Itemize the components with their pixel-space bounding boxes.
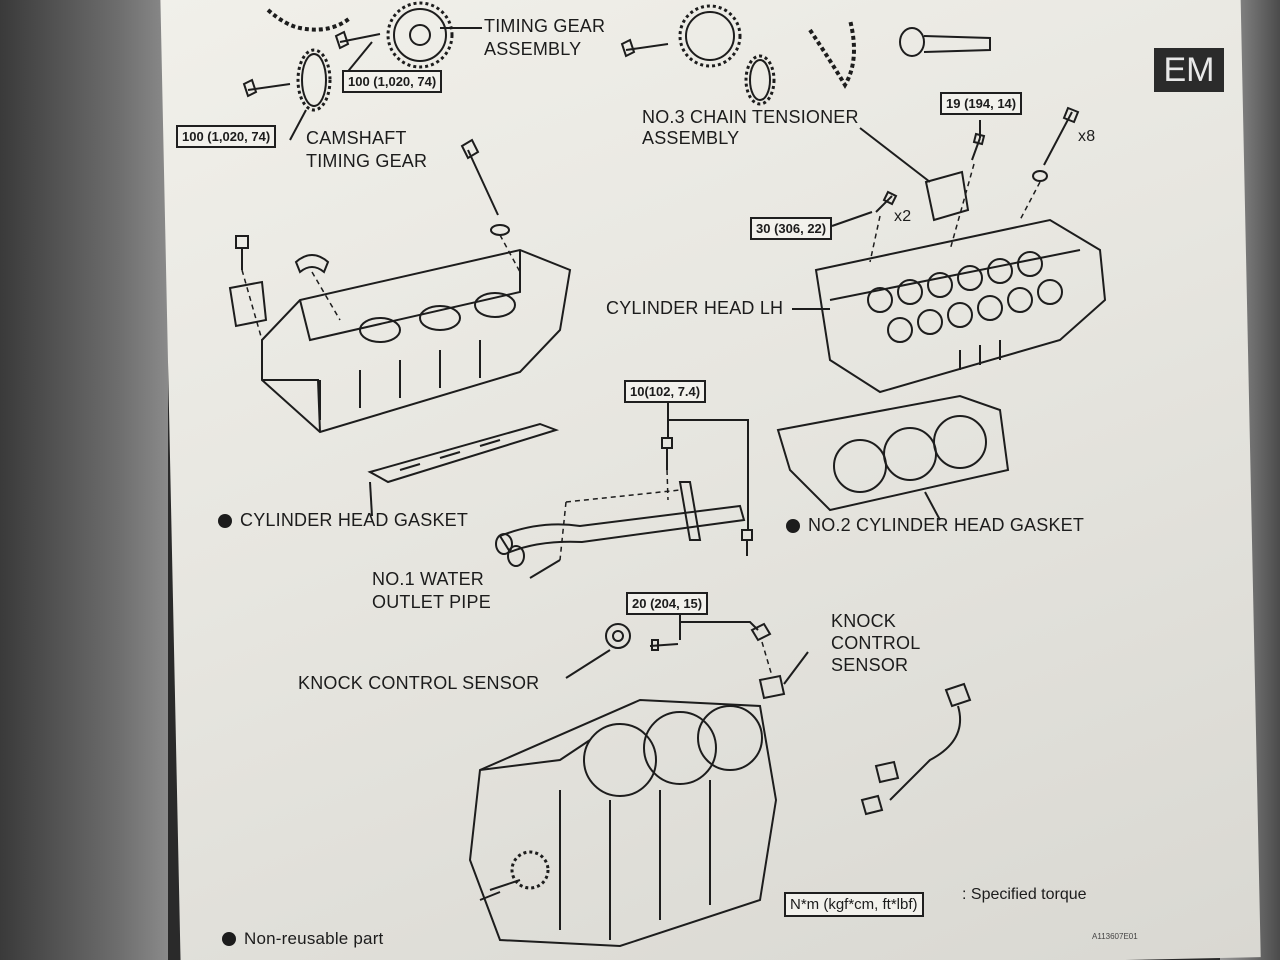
timing-gear-assembly-label-1: TIMING GEAR [484, 16, 606, 36]
cylinder-head-rh-drawing [261, 248, 572, 434]
torque-box-knock-sensor-bolt: 20 (204, 15) [626, 592, 709, 615]
torque-box-timing-gear-bolt: 100 (1,020, 74) [342, 70, 443, 93]
camshaft-timing-gear-label-1: CAMSHAFT [306, 128, 407, 148]
knock-control-sensor-left-label: KNOCK CONTROL SENSOR [298, 673, 540, 693]
cylinder-head-gasket-label: CYLINDER HEAD GASKET [218, 510, 468, 531]
cylinder-head-lh-drawing [814, 218, 1107, 394]
cylinder-head-gasket-text: CYLINDER HEAD GASKET [240, 510, 469, 530]
no2-cylinder-head-gasket-label: NO.2 CYLINDER HEAD GASKET [786, 515, 1084, 536]
legend-torque-text: : Specified torque [962, 886, 1087, 903]
bolt [334, 30, 381, 50]
no2-cylinder-head-gasket-drawing [776, 394, 1010, 512]
spacer [228, 280, 268, 328]
non-reusable-dot-icon [218, 514, 232, 528]
water-outlet-pipe-label-1: NO.1 WATER [372, 569, 485, 589]
timing-gear-assembly-label-2: ASSEMBLY [484, 39, 582, 59]
torque-box-camshaft-gear-bolt: 100 (1,020, 74) [176, 125, 277, 148]
section-tab-em: EM [1154, 48, 1224, 92]
cylinder-head-gasket-drawing [367, 422, 560, 484]
bolt [620, 38, 669, 58]
timing-chain-right [808, 19, 856, 89]
torque-box-head-bolt-x2: 30 (306, 22) [750, 217, 833, 240]
cylinder-head-lh-label: CYLINDER HEAD LH [606, 298, 784, 318]
no2-cylinder-head-gasket-text: NO.2 CYLINDER HEAD GASKET [808, 515, 1085, 535]
legend-non-reusable: Non-reusable part [222, 928, 383, 949]
pipe-bolt [741, 529, 753, 556]
knock-control-sensor-right-drawing [750, 622, 809, 700]
monitor-bezel-left [0, 0, 168, 960]
camshaft-end [899, 27, 991, 57]
tensioner-bolt [971, 132, 986, 161]
non-reusable-dot-icon [786, 519, 800, 533]
head-bolt [460, 138, 499, 216]
knock-control-sensor-right-label-2: CONTROL [831, 633, 921, 653]
head-bolt-x8 [1043, 106, 1080, 166]
knock-control-sensor-right-label-3: SENSOR [831, 655, 909, 675]
water-outlet-pipe-label-2: OUTLET PIPE [372, 592, 491, 612]
camshaft-timing-gear [296, 48, 332, 112]
bolt [242, 78, 291, 98]
no1-water-outlet-pipe-drawing [495, 481, 746, 567]
timing-chain [266, 8, 352, 32]
cylinder-block-drawing [468, 698, 778, 948]
pipe-bolt [661, 437, 673, 470]
camshaft-bearing-cap [294, 254, 330, 274]
quantity-x8-label: x8 [1078, 128, 1096, 145]
legend-non-reusable-text: Non-reusable part [244, 929, 384, 948]
figure-code: A113607E01 [1092, 932, 1138, 941]
no3-chain-tensioner-drawing [924, 170, 970, 222]
intake-gear-right [678, 4, 776, 106]
torque-box-water-pipe-bolt: 10(102, 7.4) [624, 380, 707, 403]
quantity-x2-label: x2 [894, 208, 912, 225]
bolt-x2 [875, 190, 898, 213]
chain-tensioner-label-2: ASSEMBLY [642, 128, 740, 148]
knock-control-sensor-right-label-1: KNOCK [831, 611, 897, 631]
bracket-bolt [235, 235, 249, 270]
timing-gear-assembly [386, 1, 454, 69]
non-reusable-dot-icon [222, 932, 236, 946]
knock-control-sensor-left-drawing [605, 623, 679, 651]
wire-harness-drawing [860, 682, 972, 816]
washer [490, 224, 510, 236]
torque-box-tensioner-bolt: 19 (194, 14) [940, 92, 1023, 115]
camshaft-timing-gear-label-2: TIMING GEAR [306, 151, 428, 171]
legend-torque-box: N*m (kgf*cm, ft*lbf) [784, 892, 924, 917]
chain-tensioner-label-1: NO.3 CHAIN TENSIONER [642, 107, 859, 127]
